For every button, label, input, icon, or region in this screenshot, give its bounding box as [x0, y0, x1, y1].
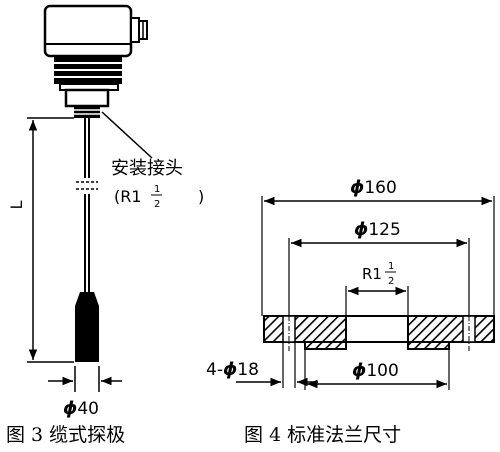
outer-diameter-symbol: ϕ — [350, 177, 364, 198]
thread-dimension: R1 1 2 — [345, 261, 409, 316]
bolt-circle-dimension: ϕ125 — [288, 219, 470, 316]
bolt-holes-dimension: 4-ϕ18 — [206, 342, 318, 388]
svg-text:(R1: (R1 — [114, 187, 142, 206]
fitting-thread-num: 1 — [154, 184, 160, 195]
probe-weight — [75, 292, 99, 362]
fitting-label: 安装接头 — [111, 158, 183, 179]
probe-diameter-dimension: ϕ40 — [48, 366, 122, 419]
outer-diameter-value: 160 — [364, 178, 396, 198]
length-label: L — [7, 200, 26, 209]
fitting-thread-label: (R1 1 2 ) — [114, 184, 204, 210]
thread-num: 1 — [388, 261, 394, 272]
figure4-caption: 图 4 标准法兰尺寸 — [244, 424, 401, 446]
raised-face-symbol: ϕ — [352, 360, 366, 381]
fitting-thread-prefix: (R1 — [114, 187, 142, 206]
svg-text:ϕ160: ϕ160 — [350, 177, 397, 198]
svg-text:ϕ40: ϕ40 — [63, 398, 99, 419]
svg-text:4-ϕ18: 4-ϕ18 — [206, 359, 259, 380]
thread-den: 2 — [388, 276, 394, 287]
probe-cable — [76, 118, 98, 292]
raised-face-right — [407, 341, 450, 350]
fitting-leader — [101, 111, 153, 159]
svg-text:ϕ125: ϕ125 — [354, 219, 401, 240]
probe-diameter-value: 40 — [77, 399, 99, 419]
diameter-symbol: ϕ — [63, 398, 77, 419]
bolt-circle-value: 125 — [368, 220, 400, 240]
flange-drawing: ϕ160 ϕ125 R1 1 2 — [206, 177, 495, 390]
probe-housing — [43, 4, 148, 58]
length-dimension: L — [7, 117, 74, 363]
fitting-thread-den: 2 — [154, 199, 160, 210]
fitting-thread-suffix: ) — [198, 187, 204, 206]
figure3-caption: 图 3 缆式探极 — [6, 424, 125, 446]
flange-section — [263, 306, 495, 352]
raised-face-left — [304, 341, 347, 350]
cooling-fins — [54, 56, 122, 91]
thread-prefix: R1 — [362, 265, 382, 283]
raised-face-value: 100 — [366, 361, 398, 381]
bolt-circle-symbol: ϕ — [354, 219, 368, 240]
mounting-fitting — [64, 88, 110, 118]
cable-probe-drawing: L ϕ40 安装接头 (R1 1 2 ) — [7, 4, 204, 419]
bolt-holes-value: 18 — [237, 360, 259, 380]
raised-face-dimension: ϕ100 — [304, 349, 450, 390]
outer-diameter-dimension: ϕ160 — [261, 177, 495, 316]
bolt-holes-prefix: 4- — [206, 360, 223, 380]
bolt-holes-symbol: ϕ — [223, 359, 237, 380]
svg-text:ϕ100: ϕ100 — [352, 360, 399, 381]
